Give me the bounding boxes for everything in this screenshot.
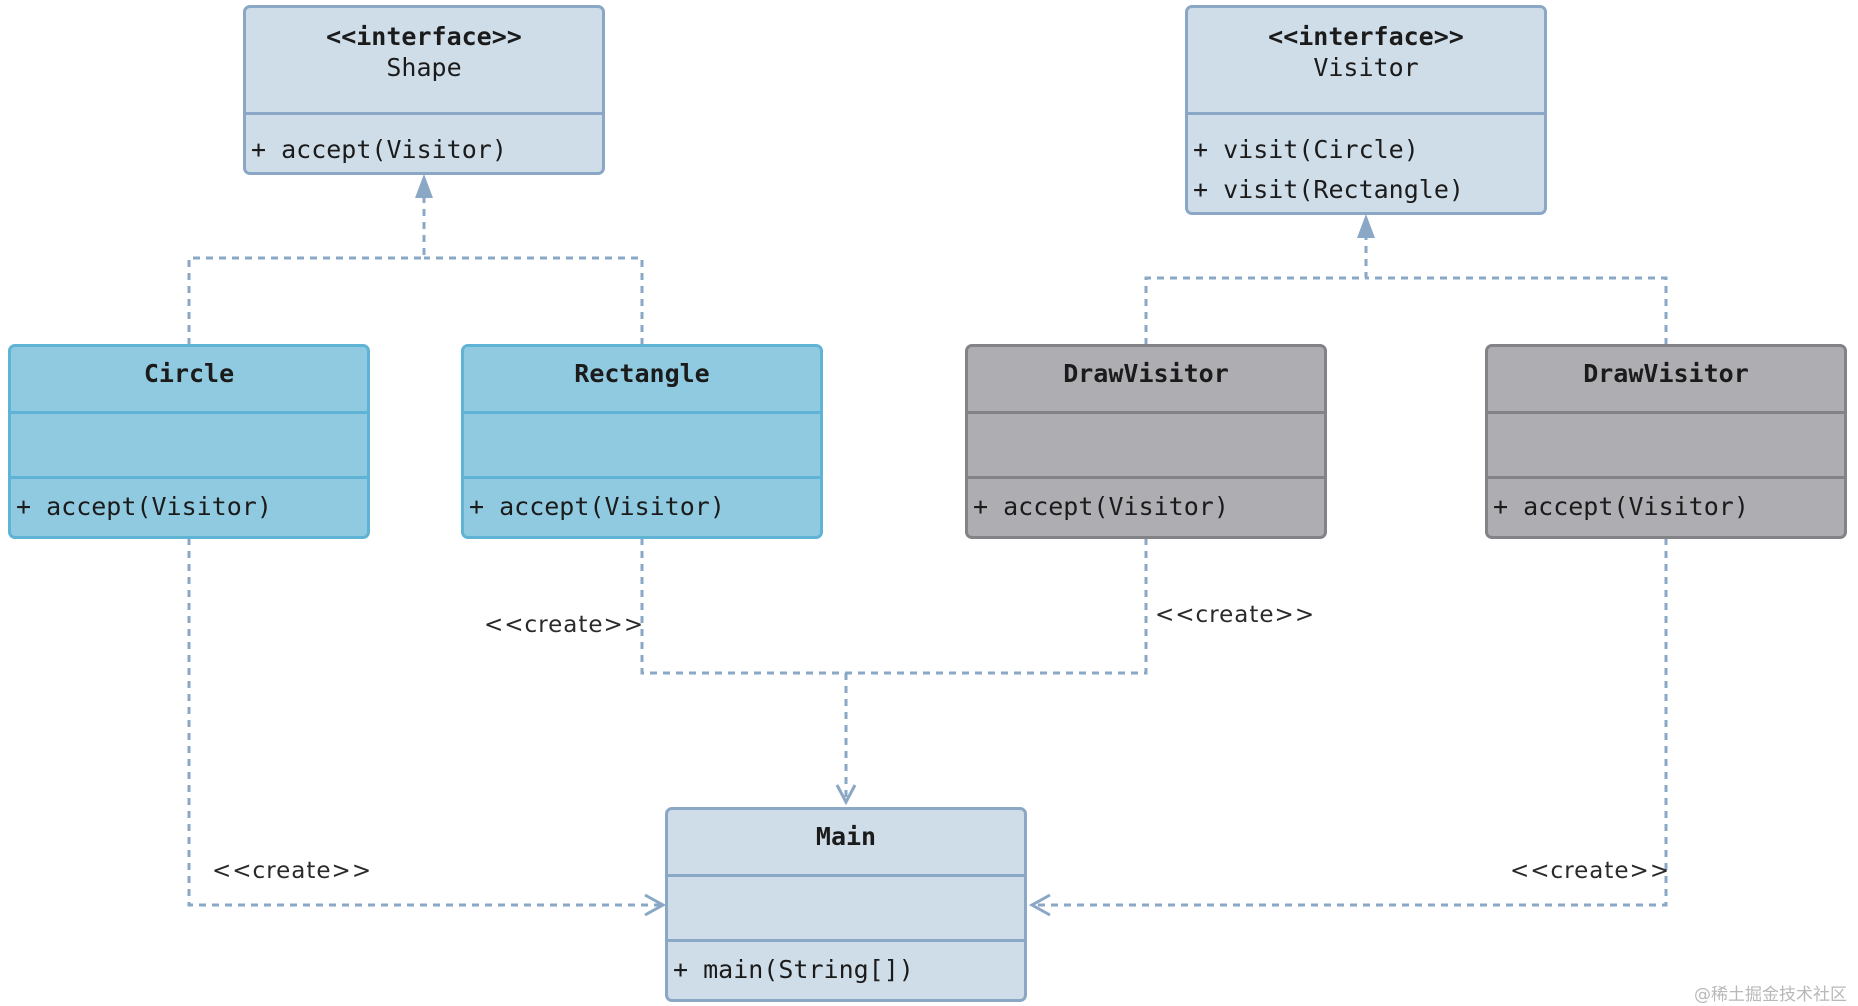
dependency-drawvisitor1-main	[846, 538, 1148, 675]
rectangle-class-header: Rectangle	[464, 347, 820, 411]
rectangle-class-box[interactable]: Rectangle + accept(Visitor)	[461, 344, 823, 539]
realization-circle-shape	[187, 183, 426, 345]
dependency-circle-main	[187, 538, 660, 907]
realization-arrowhead-shape	[415, 174, 433, 198]
dependency-rectangle-main	[640, 538, 846, 675]
dependency-arrowhead-left	[644, 893, 667, 917]
main-class-header: Main	[668, 810, 1024, 874]
drawvisitor-2-class-box[interactable]: DrawVisitor + accept(Visitor)	[1485, 344, 1847, 539]
circle-class-attributes	[11, 411, 367, 476]
realization-drawvisitor1-visitor	[1144, 228, 1368, 345]
visitor-interface-box[interactable]: <<interface>> Visitor + visit(Circle) + …	[1185, 5, 1547, 215]
realization-rectangle-shape	[424, 256, 644, 345]
shape-interface-stereotype: <<interface>>	[326, 22, 522, 51]
rectangle-class-operation: + accept(Visitor)	[469, 492, 725, 521]
watermark: @稀土掘金技术社区	[1694, 985, 1847, 1005]
realization-arrowhead-visitor	[1357, 214, 1375, 238]
circle-class-operations: + accept(Visitor)	[11, 476, 367, 527]
drawvisitor-2-class-name: DrawVisitor	[1583, 359, 1749, 388]
create-label-circle: <<create>>	[212, 858, 373, 884]
drawvisitor-2-class-header: DrawVisitor	[1488, 347, 1844, 411]
drawvisitor-class-header: DrawVisitor	[968, 347, 1324, 411]
dependency-drawvisitor2-main	[1036, 538, 1668, 907]
circle-class-box[interactable]: Circle + accept(Visitor)	[8, 344, 370, 539]
drawvisitor-2-class-operations: + accept(Visitor)	[1488, 476, 1844, 527]
drawvisitor-2-class-attributes	[1488, 411, 1844, 476]
shape-interface-operations: + accept(Visitor)	[246, 112, 602, 170]
main-class-name: Main	[815, 822, 877, 851]
drawvisitor-2-class-operation: + accept(Visitor)	[1493, 492, 1749, 521]
visitor-interface-stereotype: <<interface>>	[1268, 22, 1464, 51]
visitor-interface-name: Visitor	[1313, 53, 1419, 82]
main-class-operations: + main(String[])	[668, 939, 1024, 990]
rectangle-class-name: Rectangle	[574, 359, 710, 388]
shape-interface-box[interactable]: <<interface>> Shape + accept(Visitor)	[243, 5, 605, 175]
circle-class-operation: + accept(Visitor)	[16, 492, 272, 521]
drawvisitor-class-operation: + accept(Visitor)	[973, 492, 1229, 521]
drawvisitor-class-name: DrawVisitor	[1063, 359, 1229, 388]
main-class-operation: + main(String[])	[673, 955, 914, 984]
circle-class-name: Circle	[143, 359, 235, 388]
drawvisitor-class-box[interactable]: DrawVisitor + accept(Visitor)	[965, 344, 1327, 539]
drawvisitor-class-attributes	[968, 411, 1324, 476]
circle-class-header: Circle	[11, 347, 367, 411]
visitor-interface-operation-rectangle: + visit(Rectangle)	[1193, 175, 1464, 204]
visitor-interface-operations: + visit(Circle) + visit(Rectangle)	[1188, 112, 1544, 210]
visitor-interface-header: <<interface>> Visitor	[1188, 8, 1544, 112]
shape-interface-operation: + accept(Visitor)	[251, 135, 507, 164]
main-class-box[interactable]: Main + main(String[])	[665, 807, 1027, 1002]
shape-interface-header: <<interface>> Shape	[246, 8, 602, 112]
shape-interface-name: Shape	[386, 53, 462, 82]
realization-drawvisitor2-visitor	[1366, 276, 1668, 345]
rectangle-class-attributes	[464, 411, 820, 476]
rectangle-class-operations: + accept(Visitor)	[464, 476, 820, 527]
create-label-drawvisitor: <<create>>	[1155, 602, 1316, 628]
dependency-arrowhead-right	[1028, 893, 1051, 917]
create-label-drawvisitor-2: <<create>>	[1510, 858, 1671, 884]
drawvisitor-class-operations: + accept(Visitor)	[968, 476, 1324, 527]
main-class-attributes	[668, 874, 1024, 939]
dependency-arrowhead-top	[835, 784, 857, 806]
visitor-interface-operation-circle: + visit(Circle)	[1193, 135, 1419, 164]
create-label-rectangle: <<create>>	[484, 612, 645, 638]
